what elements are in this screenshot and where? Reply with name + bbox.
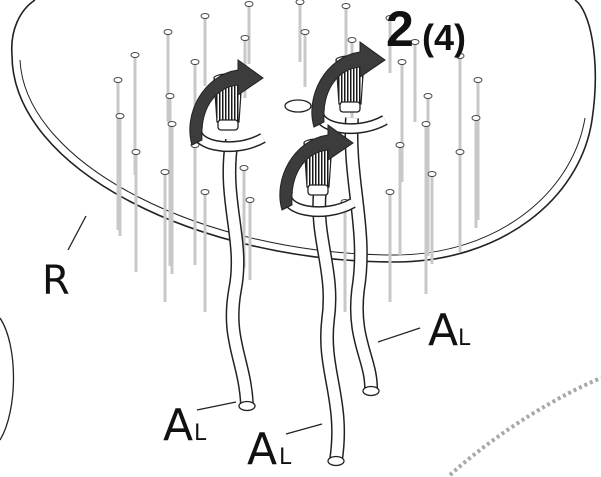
label-ring: R <box>42 258 70 304</box>
nozzle-pin-head <box>341 3 351 9</box>
rotate-clockwise-arrow-icon <box>189 59 264 146</box>
nozzle-pin-head <box>190 59 200 65</box>
step-count: (4) <box>422 17 466 58</box>
dashed-guide-arc <box>448 376 601 477</box>
nozzle-pin-head <box>200 189 210 195</box>
label-hose-right: A L <box>428 305 471 356</box>
label-hose-bottom: A L <box>247 424 292 475</box>
nozzle-pin-head <box>473 77 483 83</box>
nozzle-pin-head <box>385 15 395 21</box>
nozzle-pin-head <box>397 59 407 65</box>
nozzle-pin-head <box>300 29 310 35</box>
nozzle-pin-head <box>421 121 431 127</box>
label-hose-left-main: A <box>163 400 193 451</box>
nozzle-pin-head <box>455 53 465 59</box>
nozzle-pin-head <box>160 169 170 175</box>
nozzle-pin-head <box>167 121 177 127</box>
label-hose-right-sub: L <box>458 326 471 351</box>
nozzle-pin-head <box>395 142 405 148</box>
nozzle-pin-head <box>245 197 255 203</box>
nozzle-pin-head <box>295 0 305 5</box>
detail-circle <box>0 317 15 441</box>
nozzle-pin-head <box>455 149 465 155</box>
nozzle-pin-head <box>347 37 357 43</box>
nozzle-pin-head <box>385 189 395 195</box>
label-hose-left: A L <box>163 400 207 451</box>
nozzle-pin-head <box>423 93 433 99</box>
nozzle-pin-head <box>131 149 141 155</box>
hose-left <box>222 138 256 412</box>
nozzle-pin-head <box>471 115 481 121</box>
nozzle-pin-head <box>239 165 249 171</box>
rotate-clockwise-arrow-icon <box>279 124 354 211</box>
nozzle-pin-head <box>240 35 250 41</box>
nozzle-pin-head <box>113 77 123 83</box>
shower-plate <box>10 0 597 263</box>
nozzle-pin-head <box>163 29 173 35</box>
hose-middle <box>312 189 346 467</box>
step-number: 2 <box>386 1 414 57</box>
nozzle-pin-head <box>427 171 437 177</box>
label-hose-left-sub: L <box>194 421 207 446</box>
label-hose-bottom-sub: L <box>279 445 292 470</box>
label-hose-right-main: A <box>428 305 458 356</box>
center-hole <box>284 99 312 113</box>
nozzle-pin-head <box>165 93 175 99</box>
nozzle-pin-head <box>200 13 210 19</box>
nozzle-pin-head <box>244 1 254 7</box>
label-hose-bottom-main: A <box>247 424 277 475</box>
hose-right <box>344 117 380 397</box>
nozzle-pin-head <box>410 39 420 45</box>
nozzle-pin-head <box>130 52 140 58</box>
nozzle-pin-head <box>115 113 125 119</box>
rotate-clockwise-arrow-icon <box>311 41 386 128</box>
